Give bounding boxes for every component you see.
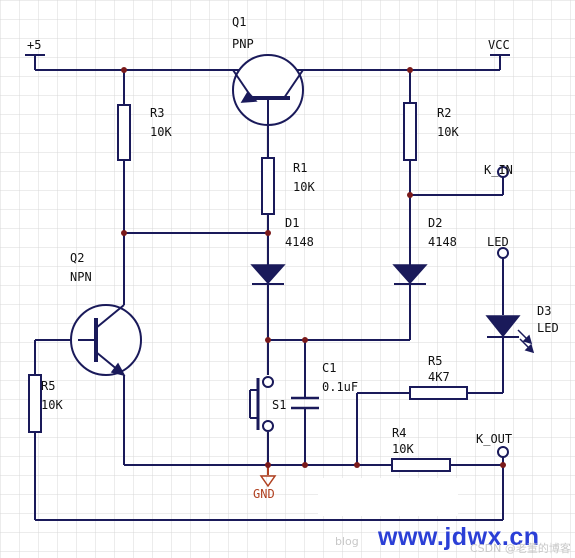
label-q1-ref: Q1 bbox=[232, 15, 246, 29]
label-r5-left-ref: R5 bbox=[41, 379, 55, 393]
label-r5-4k7-val: 4K7 bbox=[428, 370, 450, 384]
terminal-led bbox=[497, 247, 509, 259]
label-d2-val: 4148 bbox=[428, 235, 457, 249]
label-r4-ref: R4 bbox=[392, 426, 406, 440]
label-q2-type: NPN bbox=[70, 270, 92, 284]
wires bbox=[34, 55, 504, 521]
label-r1-val: 10K bbox=[293, 180, 315, 194]
label-d3-ref: D3 bbox=[537, 304, 551, 318]
diode-d2 bbox=[392, 264, 428, 285]
watermark-mask bbox=[318, 478, 458, 516]
resistor-r5-4k7 bbox=[409, 386, 468, 400]
label-d1-val: 4148 bbox=[285, 235, 314, 249]
label-d1-ref: D1 bbox=[285, 216, 299, 230]
label-gnd: GND bbox=[253, 487, 275, 501]
label-q1-type: PNP bbox=[232, 37, 254, 51]
junctions bbox=[121, 67, 506, 468]
label-r4-val: 10K bbox=[392, 442, 414, 456]
label-d3-val: LED bbox=[537, 321, 559, 335]
label-led-port: LED bbox=[487, 235, 509, 249]
resistor-r3 bbox=[117, 104, 131, 161]
watermark-site: www.jdwx.cn bbox=[377, 523, 540, 551]
label-r3-ref: R3 bbox=[150, 106, 164, 120]
label-r2-ref: R2 bbox=[437, 106, 451, 120]
resistor-r4 bbox=[391, 458, 451, 472]
label-c1-ref: C1 bbox=[322, 361, 336, 375]
watermark-csdn: CSDN @老董的博客 bbox=[470, 541, 571, 555]
resistor-r1 bbox=[261, 157, 275, 215]
label-r5-4k7-ref: R5 bbox=[428, 354, 442, 368]
label-k-out: K_OUT bbox=[476, 432, 512, 446]
transistor-q1 bbox=[232, 54, 304, 126]
label-c1-val: 0.1uF bbox=[322, 380, 358, 394]
resistor-r5-left bbox=[28, 374, 42, 433]
diode-d1 bbox=[250, 264, 286, 285]
label-r3-val: 10K bbox=[150, 125, 172, 139]
capacitor-c1 bbox=[291, 396, 319, 410]
label-q2-ref: Q2 bbox=[70, 251, 84, 265]
led-d3 bbox=[485, 315, 535, 354]
label-r1-ref: R1 bbox=[293, 161, 307, 175]
terminal-k-out bbox=[497, 446, 509, 458]
label-vcc: VCC bbox=[488, 38, 510, 52]
label-s1-ref: S1 bbox=[272, 398, 286, 412]
label-r2-val: 10K bbox=[437, 125, 459, 139]
terminal-k-in bbox=[497, 166, 509, 178]
label-r5-left-val: 10K bbox=[41, 398, 63, 412]
resistor-r2 bbox=[403, 102, 417, 161]
label-d2-ref: D2 bbox=[428, 216, 442, 230]
switch-s1 bbox=[249, 376, 274, 432]
label-plus5: +5 bbox=[27, 38, 41, 52]
watermark-blog: blog bbox=[335, 535, 359, 548]
label-k-in: K_IN bbox=[484, 163, 513, 177]
transistor-q2 bbox=[70, 304, 142, 377]
